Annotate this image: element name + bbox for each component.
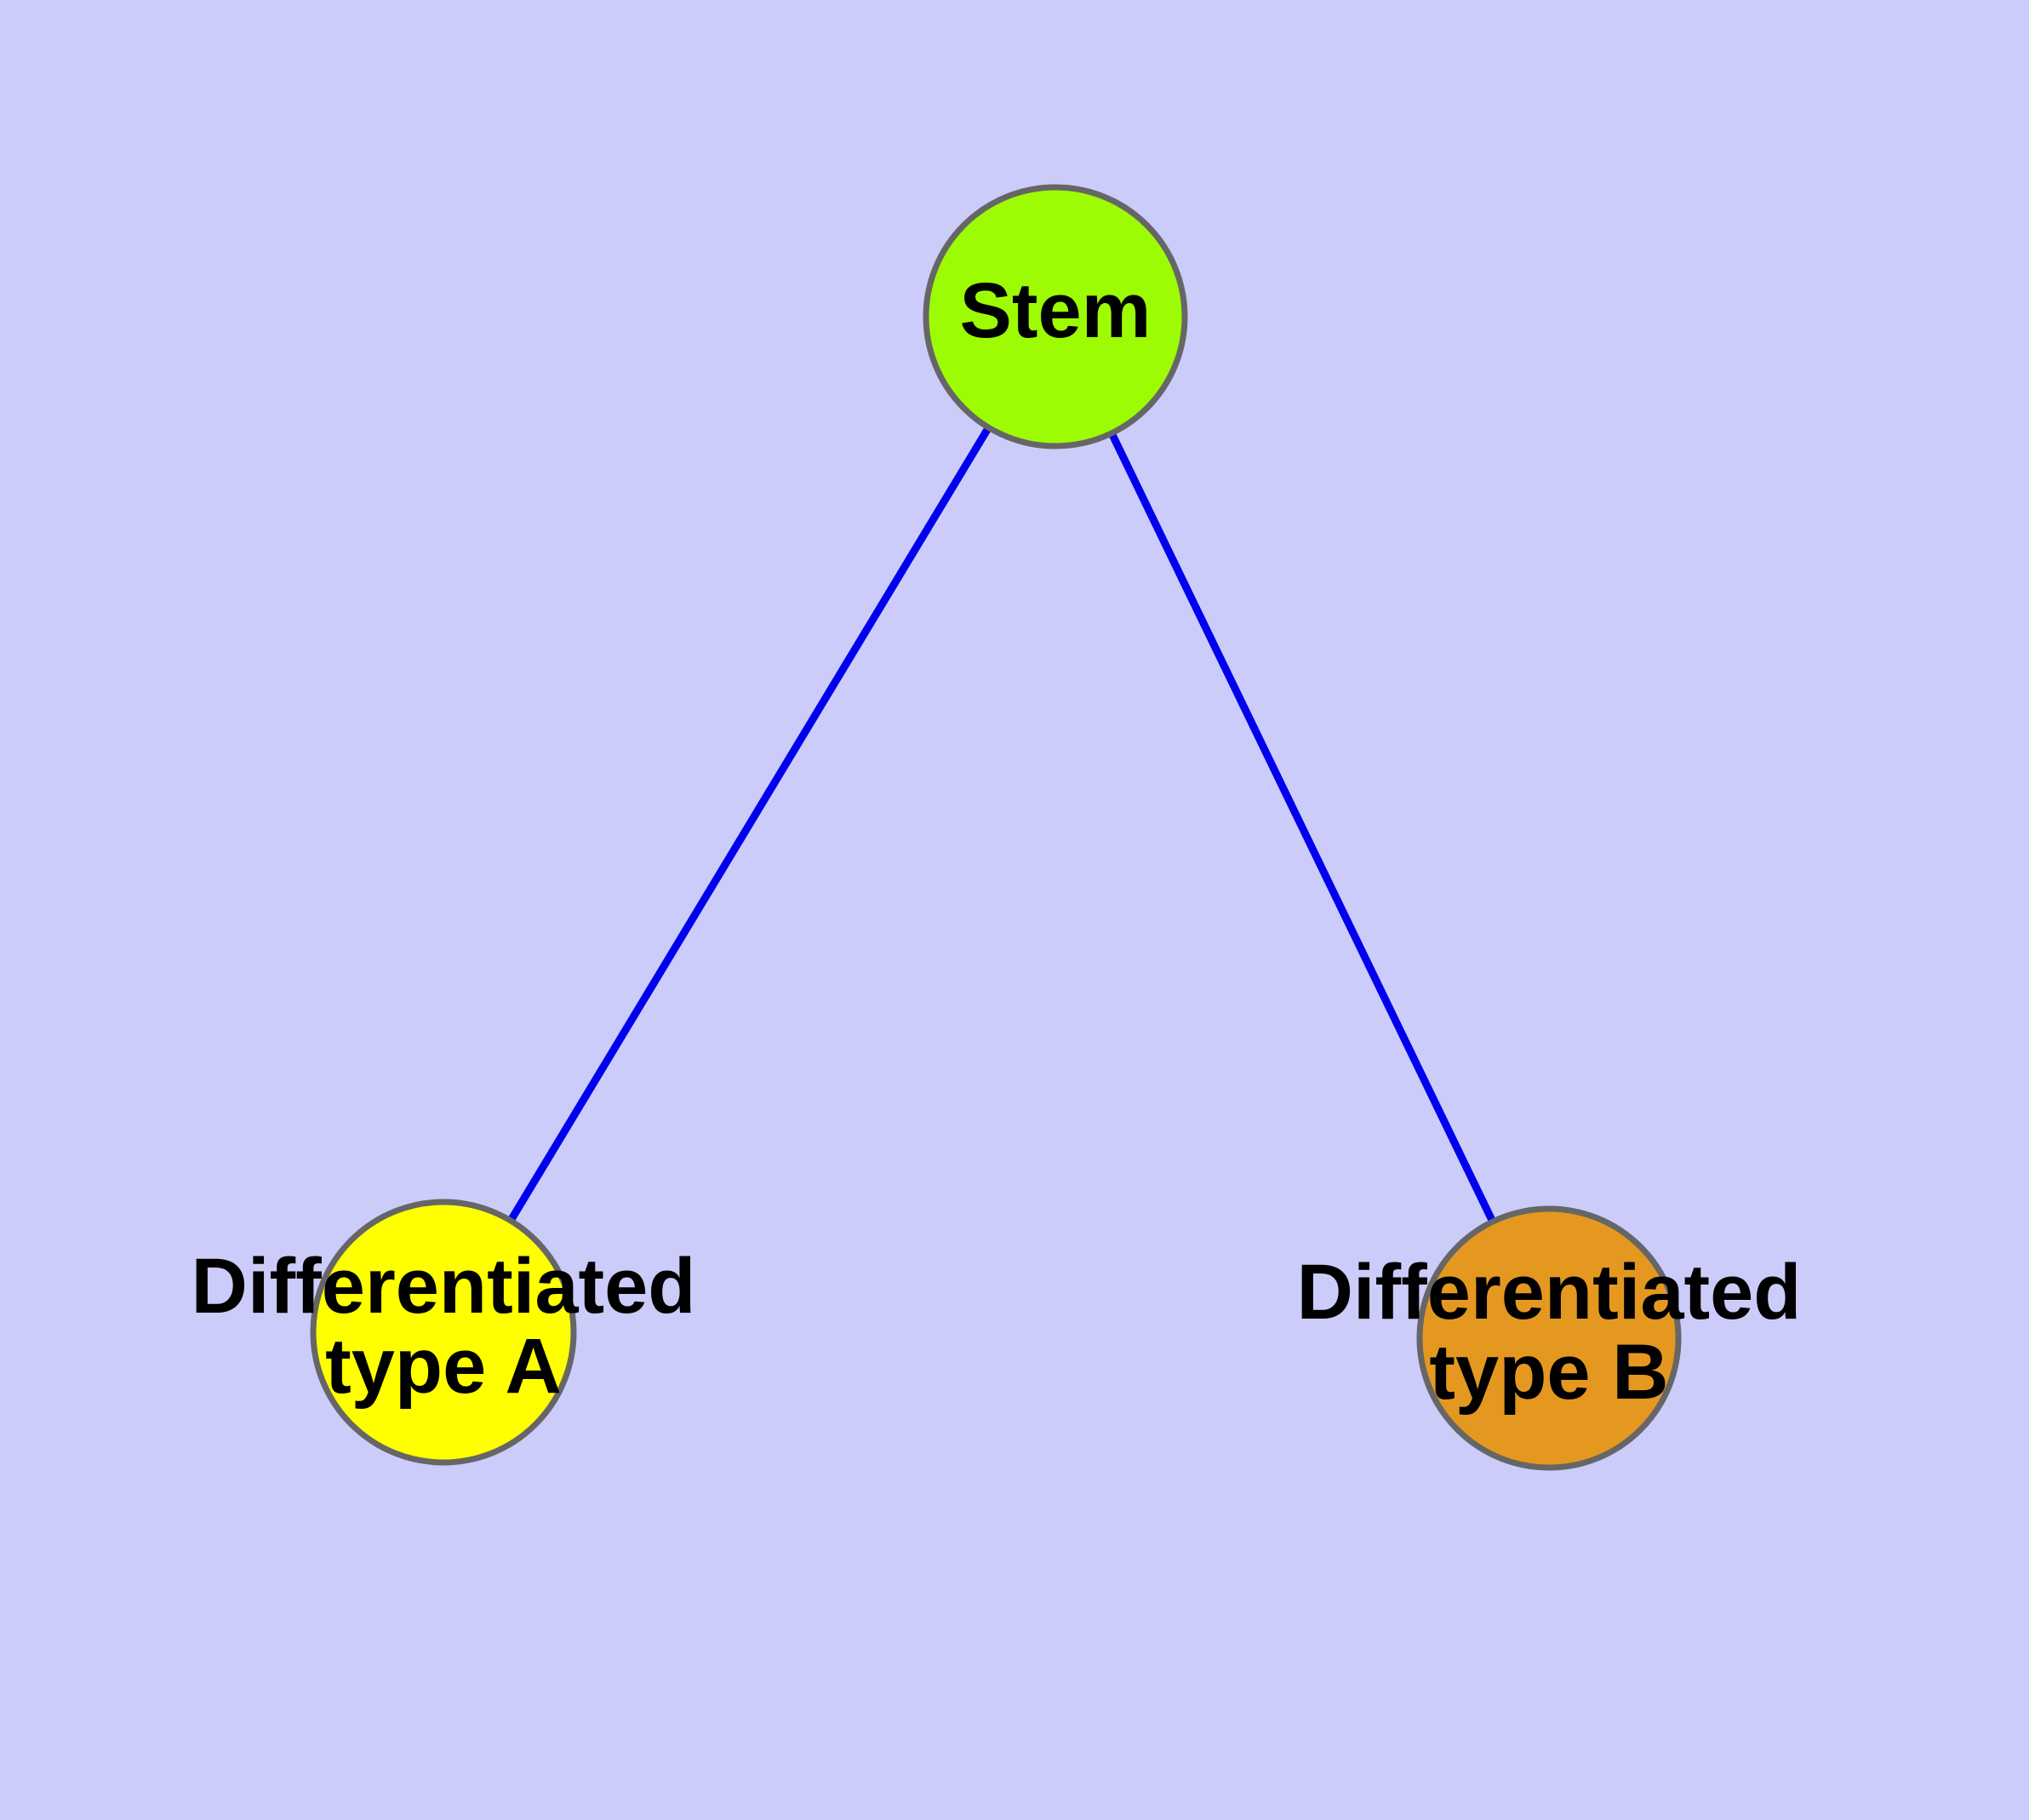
edges-layer [440, 314, 1553, 1340]
node-label-line: type B [1429, 1329, 1668, 1416]
node-stem[interactable] [923, 184, 1188, 449]
node-circle-diff-a[interactable] [310, 1199, 577, 1466]
edge-stem-diff-b[interactable] [1051, 315, 1553, 1340]
node-label-line: type A [325, 1323, 562, 1410]
node-label-line: Differentiated [191, 1243, 696, 1330]
node-diff-a[interactable] [310, 1199, 577, 1466]
edge-stem-diff-a[interactable] [440, 314, 1059, 1335]
node-circle-stem[interactable] [923, 184, 1188, 449]
node-label-line: Stem [960, 267, 1152, 354]
node-circle-diff-b[interactable] [1416, 1205, 1682, 1471]
node-label-stem: Stem [960, 267, 1152, 354]
node-diff-b[interactable] [1416, 1205, 1682, 1471]
node-label-line: Differentiated [1297, 1249, 1802, 1336]
